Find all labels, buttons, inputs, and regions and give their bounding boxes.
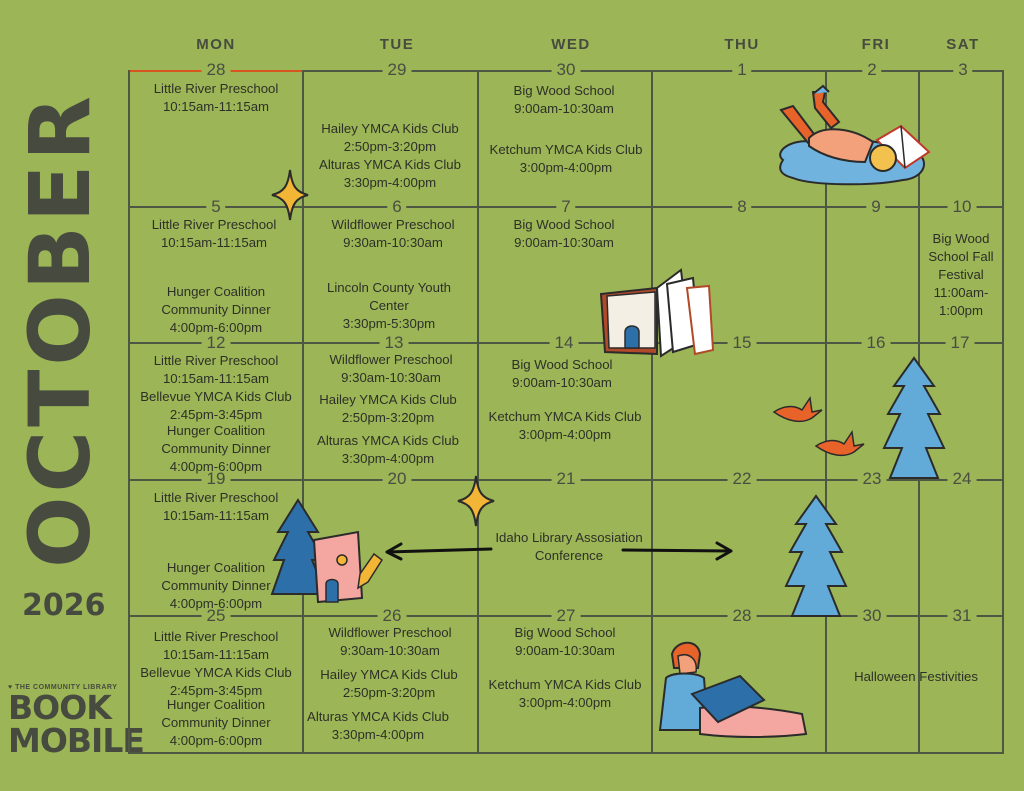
date-number: 28 [201,61,231,79]
month-title: OCTOBER [11,92,109,568]
tree-house-book-illustration [270,498,384,604]
logo-tagline: ♥ THE COMMUNITY LIBRARY [8,684,118,691]
date-number: 12 [201,334,231,352]
dayname-tue: TUE [379,36,415,53]
date-number: 14 [549,334,579,352]
dayname-wed: WED [551,36,591,53]
logo-line-2: MOBILE [8,721,145,760]
date-number: 9 [866,198,886,216]
grid-line-v3 [477,70,479,754]
grid-line-v1 [128,70,130,754]
date-number: 10 [947,198,977,216]
open-book-house-illustration [599,268,715,358]
logo-line-1: BOOK [8,688,112,727]
bookmobile-logo: ♥ THE COMMUNITY LIBRARY BOOK MOBILE [8,684,145,760]
date-number: 25 [201,607,231,625]
date-number: 7 [556,198,576,216]
dayname-mon: MON [196,36,236,53]
dayname-sat: SAT [946,36,980,53]
date-number: 24 [947,470,977,488]
date-number: 6 [387,198,407,216]
date-number: 30 [551,61,581,79]
date-number: 27 [551,607,581,625]
date-number: 31 [947,607,977,625]
date-number: 16 [861,334,891,352]
date-number: 29 [382,61,412,79]
dayname-fri: FRI [861,36,891,53]
date-number: 26 [377,607,407,625]
date-number: 1 [732,61,752,79]
bird-icon [772,395,823,423]
date-number: 17 [945,334,975,352]
sparkle-star-icon-2 [457,475,495,527]
date-number: 23 [857,470,887,488]
pine-tree-icon [882,356,946,479]
sparkle-star-icon [271,169,309,221]
date-number: 28 [727,607,757,625]
date-number: 8 [732,198,752,216]
pine-tree-icon-2 [784,494,848,617]
date-number: 3 [953,61,973,79]
grid-line-h6 [128,752,1004,754]
grid-line-v2 [302,70,304,754]
year-label: 2026 [22,588,106,623]
grid-line-v4 [651,70,653,754]
reading-child-illustration [779,84,931,186]
date-number: 22 [727,470,757,488]
date-number: 19 [201,470,231,488]
event-entry: Halloween Festivities [854,669,978,684]
date-number: 20 [382,470,412,488]
bird-icon-2 [814,429,865,457]
grid-line-v5 [825,70,827,754]
date-number: 13 [379,334,409,352]
conference-span-arrow [385,541,733,561]
dayname-thu: THU [724,36,760,53]
reading-person-illustration [658,641,808,738]
date-number: 30 [857,607,887,625]
grid-line-v7 [1002,70,1004,754]
date-number: 2 [862,61,882,79]
date-number: 15 [727,334,757,352]
date-number: 21 [551,470,581,488]
date-number: 5 [206,198,226,216]
